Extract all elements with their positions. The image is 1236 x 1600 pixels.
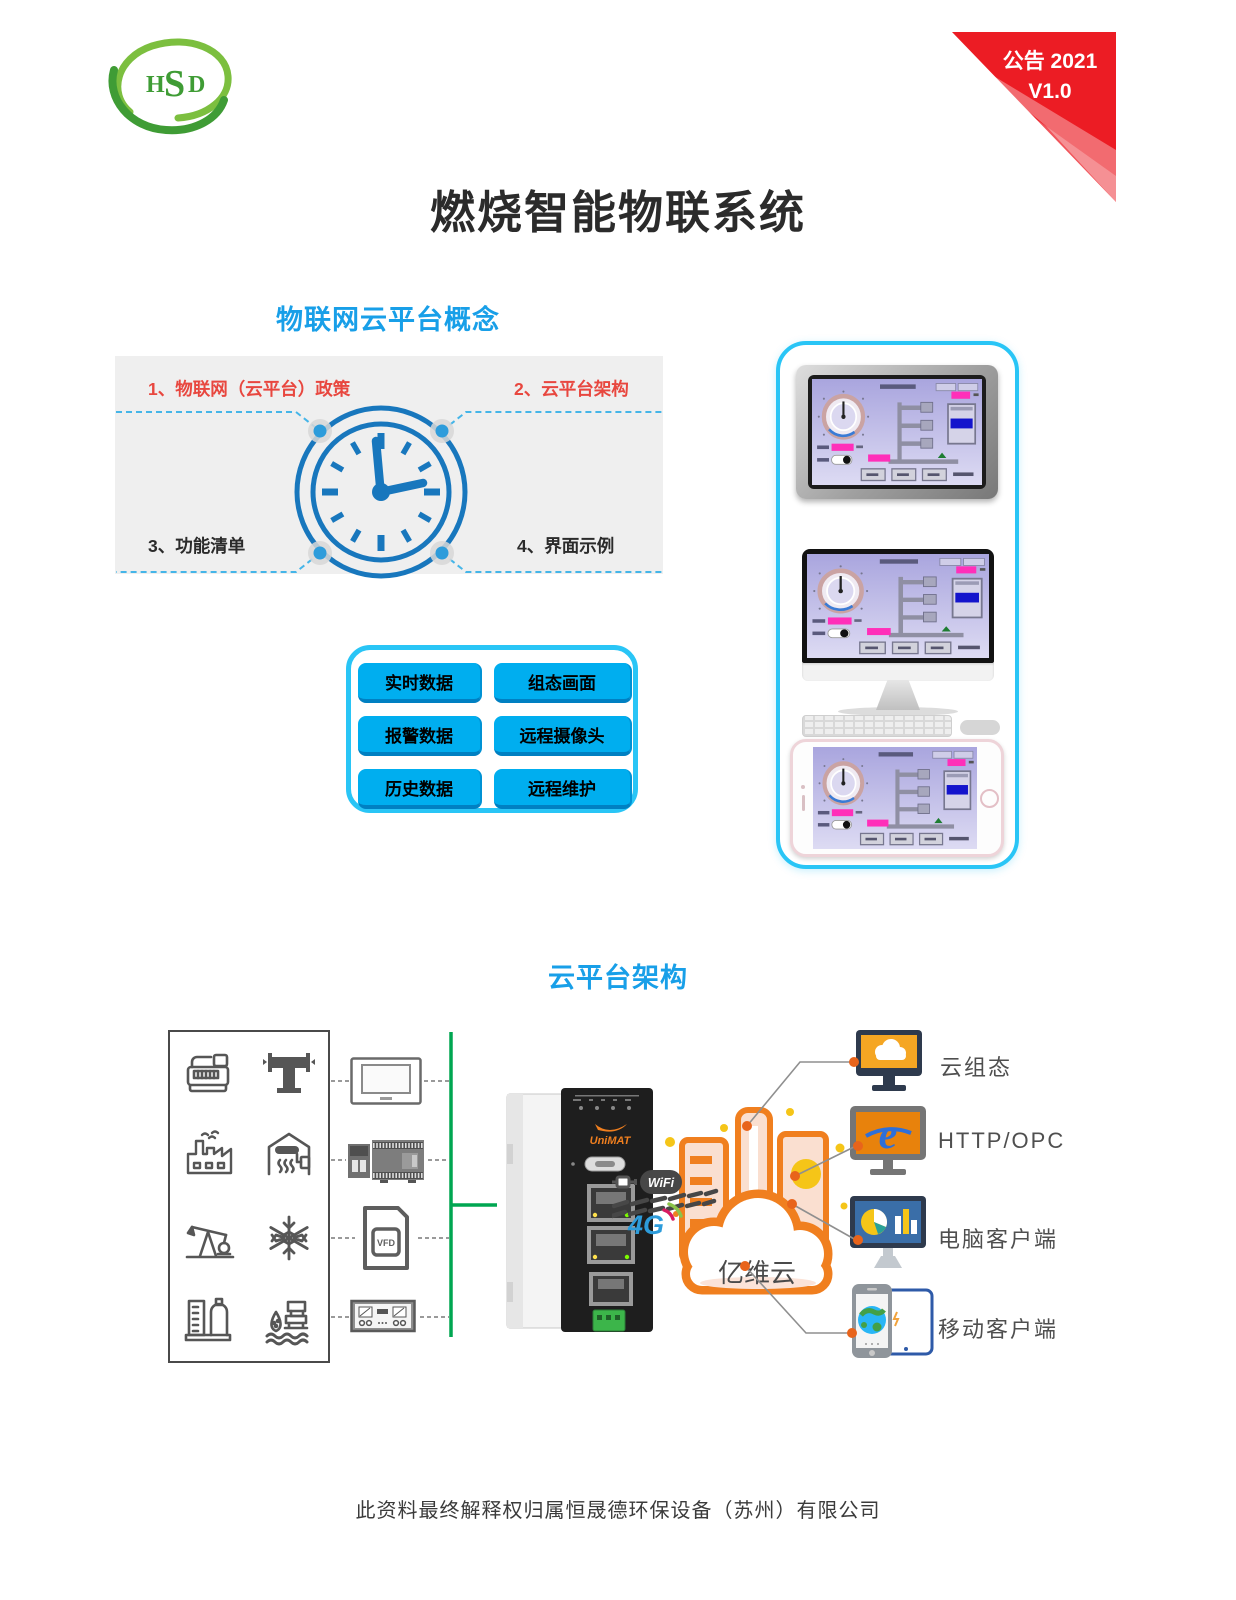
connectivity-group: WiFi 4G — [612, 1170, 719, 1238]
client-label-pc-client: 电脑客户端 — [938, 1227, 1059, 1252]
hmi-screen — [808, 375, 986, 489]
water-pump-icon — [265, 1300, 308, 1346]
gateway-ethernet-port-3 — [589, 1272, 633, 1306]
banner-line2: V1.0 — [1028, 80, 1071, 103]
logo-letter-d: D — [188, 72, 205, 98]
svg-text:e: e — [879, 1112, 898, 1158]
snowflake-icon — [268, 1215, 309, 1261]
client-label-http-opc: HTTP/OPC — [938, 1128, 1066, 1153]
cloud-config-monitor-icon — [856, 1030, 922, 1091]
phone-home-button — [979, 788, 999, 808]
company-logo: H S D — [108, 38, 232, 135]
concept-item-1: 1、物联网（云平台）政策 — [148, 379, 351, 399]
io-module-icon — [350, 1299, 416, 1333]
monitor-screen — [802, 549, 994, 663]
gateway-logo-swoosh — [595, 1124, 627, 1132]
client-label-cloud-config: 云组态 — [940, 1055, 1013, 1080]
oil-pumpjack-icon — [185, 1225, 234, 1258]
wifi-label: WiFi — [648, 1176, 675, 1190]
hmi-panel-icon — [350, 1057, 422, 1105]
footer-disclaimer: 此资料最终解释权归属恒晟德环保设备（苏州）有限公司 — [355, 1500, 881, 1522]
fieldbus-dashed-lines — [331, 1080, 449, 1318]
feature-button-scada-screen[interactable]: 组态画面 — [494, 663, 632, 703]
factory-icon — [186, 1130, 232, 1175]
features-box: 实时数据 组态画面 报警数据 远程摄像头 历史数据 远程维护 — [346, 645, 638, 813]
concept-item-4: 4、界面示例 — [517, 536, 615, 556]
feature-button-realtime-data[interactable]: 实时数据 — [358, 663, 482, 703]
bus-green-line — [449, 1032, 497, 1337]
storage-tank-icon — [184, 1297, 231, 1342]
concept-item-3: 3、功能清单 — [148, 536, 246, 556]
printer-icon — [186, 1053, 229, 1093]
logo-dark-leaf — [108, 66, 228, 135]
boiler-house-icon — [267, 1133, 310, 1176]
devices-panel — [776, 341, 1019, 869]
gateway-brand: UniMAT — [590, 1135, 632, 1147]
page-title: 燃烧智能物联系统 — [429, 187, 806, 238]
vfd-drive-icon: VFD — [363, 1206, 409, 1270]
gateway-ethernet-port-2 — [587, 1226, 635, 1264]
sun-circle — [791, 1159, 821, 1189]
field-sources-box — [168, 1030, 330, 1363]
banner-line1: 公告 2021 — [1003, 50, 1098, 73]
concept-item-2: 2、云平台架构 — [514, 379, 629, 399]
logo-letter-s: S — [164, 63, 185, 105]
hmi-device-mockup — [796, 365, 998, 499]
mobile-client-icon — [852, 1284, 934, 1358]
vfd-label: VFD — [377, 1238, 396, 1248]
iot-gateway: UniMAT — [506, 1088, 653, 1332]
feature-button-alarm-data[interactable]: 报警数据 — [358, 716, 482, 756]
desktop-monitor-mockup — [794, 549, 1002, 737]
clock-icon — [294, 405, 468, 579]
logo-light-leaf — [114, 38, 232, 122]
concept-heading: 物联网云平台概念 — [276, 305, 500, 335]
keyboard — [802, 715, 952, 737]
corner-banner: 公告 2021 V1.0 — [952, 32, 1116, 202]
client-label-mobile-client: 移动客户端 — [938, 1317, 1059, 1342]
http-opc-monitor-icon: e — [850, 1106, 926, 1175]
plc-icon — [348, 1140, 424, 1183]
4g-icon: 4G — [627, 1202, 683, 1238]
pipe-fitting-icon — [262, 1053, 315, 1094]
cloud-label: 亿维云 — [718, 1258, 796, 1288]
4g-label: 4G — [627, 1210, 664, 1238]
feature-button-history-data[interactable]: 历史数据 — [358, 769, 482, 809]
gateway-terminal-block — [592, 1309, 626, 1332]
logo-letter-h: H — [146, 72, 165, 98]
pc-client-monitor-icon — [850, 1196, 926, 1268]
feature-button-remote-maint[interactable]: 远程维护 — [494, 769, 632, 809]
feature-button-remote-camera[interactable]: 远程摄像头 — [494, 716, 632, 756]
phone-screen — [813, 747, 977, 849]
monitor-stand — [876, 680, 920, 710]
usb-plug-icon — [612, 1175, 637, 1189]
concept-box — [115, 356, 663, 574]
phone-mockup — [790, 739, 1004, 857]
architecture-heading: 云平台架构 — [548, 963, 688, 993]
mouse — [960, 720, 1000, 735]
wifi-badge-icon: WiFi — [640, 1170, 682, 1194]
